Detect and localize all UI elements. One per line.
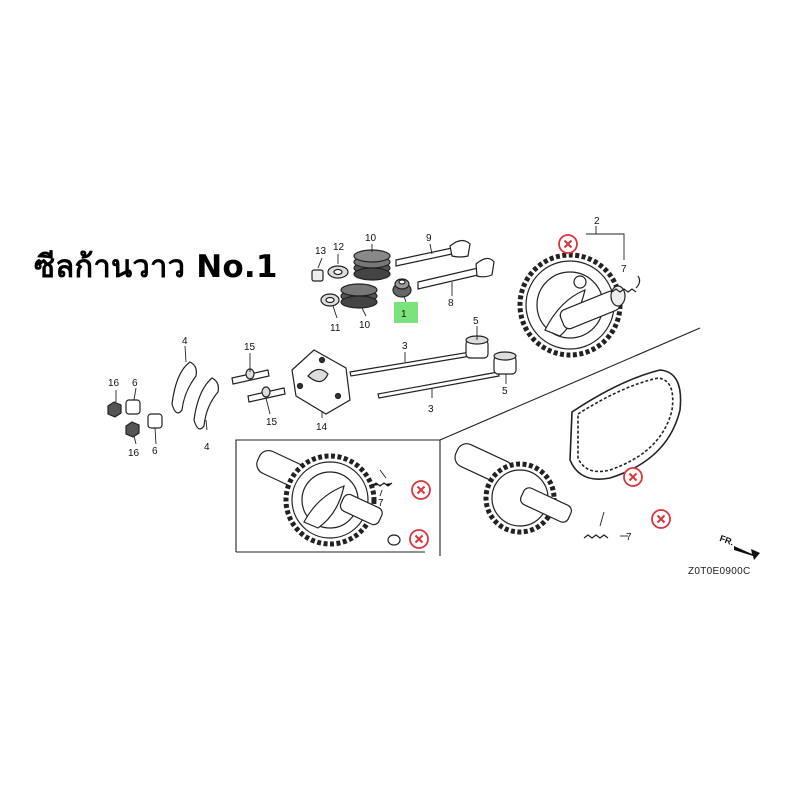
part-label-13[interactable]: 13 <box>315 246 327 257</box>
intake-valve <box>417 257 495 290</box>
part-label-16a[interactable]: 16 <box>108 378 120 389</box>
not-supplied-x-icon <box>411 480 431 500</box>
part-label-12[interactable]: 12 <box>333 242 345 253</box>
diagram-code: Z0T0E0900C <box>688 566 751 577</box>
part-label-15b[interactable]: 15 <box>266 417 278 428</box>
part-label-3a[interactable]: 3 <box>402 341 408 352</box>
part-label-8[interactable]: 8 <box>448 298 454 309</box>
part-label-5b[interactable]: 5 <box>502 386 508 397</box>
part-label-1[interactable]: 1 <box>401 309 407 320</box>
rocker-arms <box>171 361 219 430</box>
exhaust-valve <box>395 239 471 267</box>
page-title: ซีลก้านวาว No.1 <box>34 249 278 285</box>
part-label-3b[interactable]: 3 <box>428 404 434 415</box>
timing-chain <box>569 369 682 480</box>
part-label-6a[interactable]: 6 <box>132 378 138 389</box>
part-label-15a[interactable]: 15 <box>244 342 256 353</box>
stud-bolts <box>231 368 286 403</box>
valve-stem-seal <box>392 278 412 298</box>
not-supplied-x-icon <box>651 509 671 529</box>
section-outline <box>235 327 701 556</box>
guide-plate <box>291 349 351 415</box>
not-supplied-x-icon <box>623 467 643 487</box>
camshaft-gear-top <box>517 252 626 358</box>
part-label-7a[interactable]: 7 <box>621 264 627 275</box>
part-label-6b[interactable]: 6 <box>152 446 158 457</box>
part-label-9[interactable]: 9 <box>426 233 432 244</box>
valve-spring-upper <box>353 249 391 281</box>
valve-spring-lower <box>340 283 378 309</box>
highlight-box <box>394 302 418 323</box>
direction-label: FR. <box>718 533 735 547</box>
part-label-5a[interactable]: 5 <box>473 316 479 327</box>
part-label-14[interactable]: 14 <box>316 422 328 433</box>
part-label-7b[interactable]: 7 <box>378 498 384 509</box>
camshaft-gear-box-left <box>256 449 401 547</box>
part-numbers: 1 2 3 3 4 4 5 5 6 6 7 7 7 8 9 10 10 11 1… <box>108 216 632 543</box>
spring-retainer <box>311 265 349 307</box>
part-label-10b[interactable]: 10 <box>359 320 371 331</box>
spring-top <box>611 275 641 293</box>
nuts-and-pivots <box>107 399 163 438</box>
direction-arrow-icon: FR. <box>718 533 760 560</box>
part-label-10a[interactable]: 10 <box>365 233 377 244</box>
part-label-7c[interactable]: 7 <box>626 532 632 543</box>
camshaft-gear-right <box>454 443 609 539</box>
not-supplied-x-icon <box>558 234 578 254</box>
part-label-2[interactable]: 2 <box>594 216 600 227</box>
valve-lifters <box>465 335 517 375</box>
not-supplied-x-icon <box>409 529 429 549</box>
pushrods <box>349 351 500 399</box>
part-label-16b[interactable]: 16 <box>128 448 140 459</box>
leader-lines <box>115 226 628 537</box>
part-label-11[interactable]: 11 <box>330 323 341 334</box>
part-label-4b[interactable]: 4 <box>204 442 210 453</box>
part-label-4a[interactable]: 4 <box>182 336 188 347</box>
